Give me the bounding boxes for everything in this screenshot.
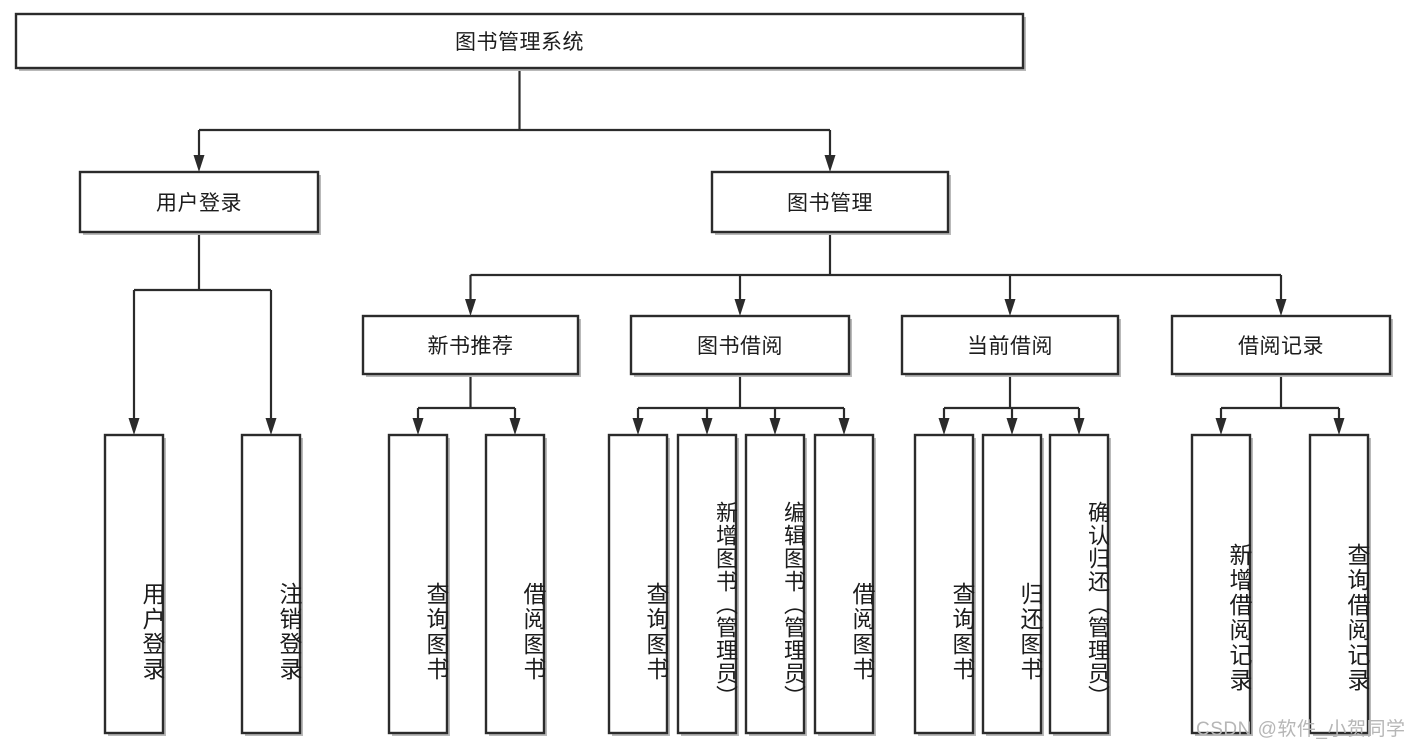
node-box-current-borrow[interactable] [900,314,1120,376]
node-box-leaf-return-book[interactable] [981,433,1043,735]
watermark-text: CSDN @软件_小贺同学 [1196,719,1405,740]
node-box-leaf-add-book[interactable] [676,433,738,735]
node-box-leaf-query-book-2[interactable] [607,433,669,735]
node-box-leaf-query-record[interactable] [1308,433,1370,735]
node-box-leaf-query-book-3[interactable] [913,433,975,735]
node-box-leaf-user-login[interactable] [103,433,165,735]
node-box-book-manage[interactable] [710,170,950,234]
node-box-leaf-confirm-return[interactable] [1048,433,1110,735]
node-box-leaf-borrow-book-2[interactable] [813,433,875,735]
node-box-leaf-edit-book[interactable] [744,433,806,735]
node-box-root[interactable] [14,12,1025,70]
node-box-new-book-rec[interactable] [361,314,580,376]
node-box-user-login[interactable] [78,170,320,234]
node-box-leaf-add-record[interactable] [1190,433,1252,735]
node-box-leaf-user-logout[interactable] [240,433,302,735]
node-box-book-borrow[interactable] [629,314,851,376]
node-box-borrow-record[interactable] [1170,314,1392,376]
node-box-leaf-borrow-book-1[interactable] [484,433,546,735]
node-box-leaf-query-book-1[interactable] [387,433,449,735]
